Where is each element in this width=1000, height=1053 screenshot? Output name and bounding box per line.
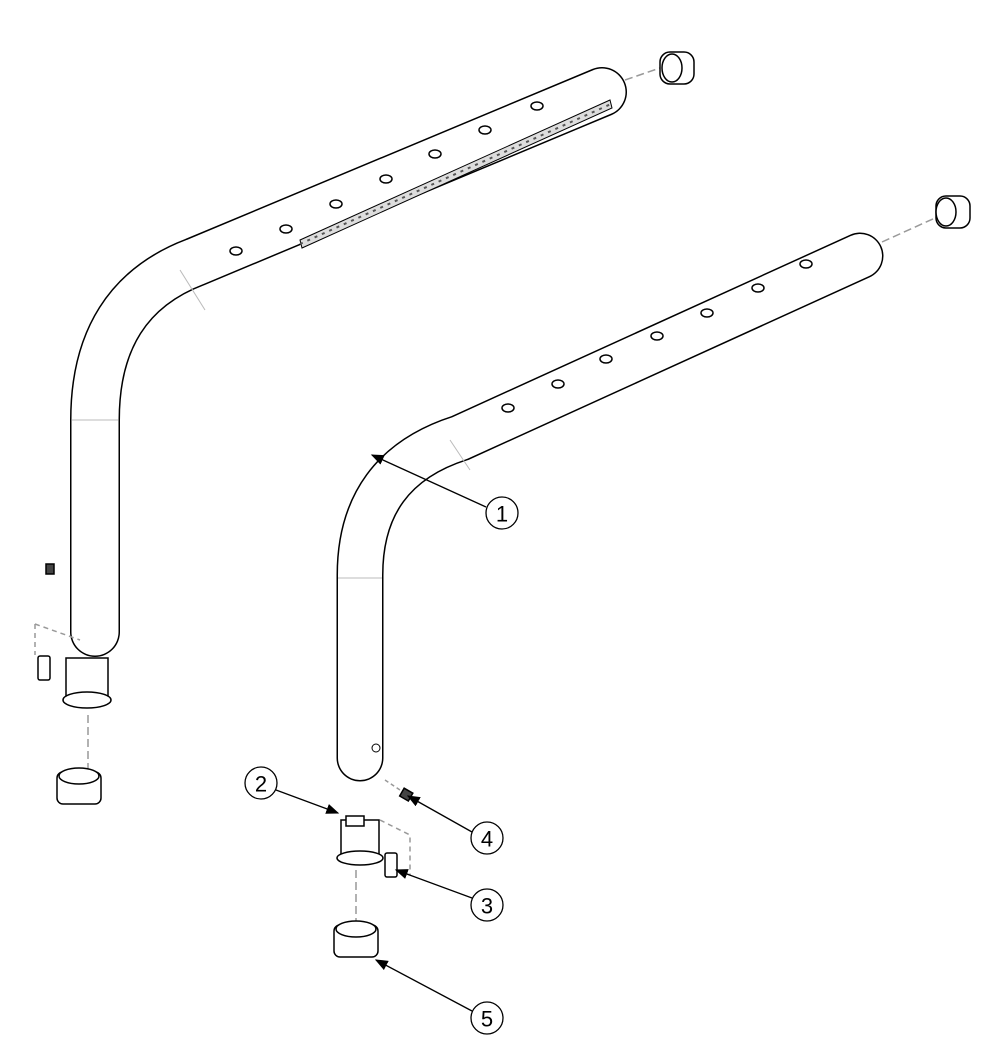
adjustment-holes <box>229 101 544 256</box>
leader-arrows <box>275 454 487 1012</box>
callout-label: 4 <box>481 827 493 852</box>
left-lower-parts <box>34 563 112 805</box>
top-end-caps <box>624 51 971 243</box>
callout-2: 2 <box>244 766 278 800</box>
callout-label: 3 <box>481 894 493 919</box>
right-lower-parts <box>333 779 414 958</box>
right-tube <box>336 232 884 782</box>
callout-label: 5 <box>481 1007 493 1032</box>
callout-1: 1 <box>485 496 519 530</box>
callout-label: 1 <box>496 502 508 527</box>
callout-label: 2 <box>255 772 267 797</box>
callout-3: 3 <box>470 888 504 922</box>
callout-4: 4 <box>470 821 504 855</box>
callout-5: 5 <box>470 1001 504 1035</box>
left-tube <box>70 67 627 657</box>
